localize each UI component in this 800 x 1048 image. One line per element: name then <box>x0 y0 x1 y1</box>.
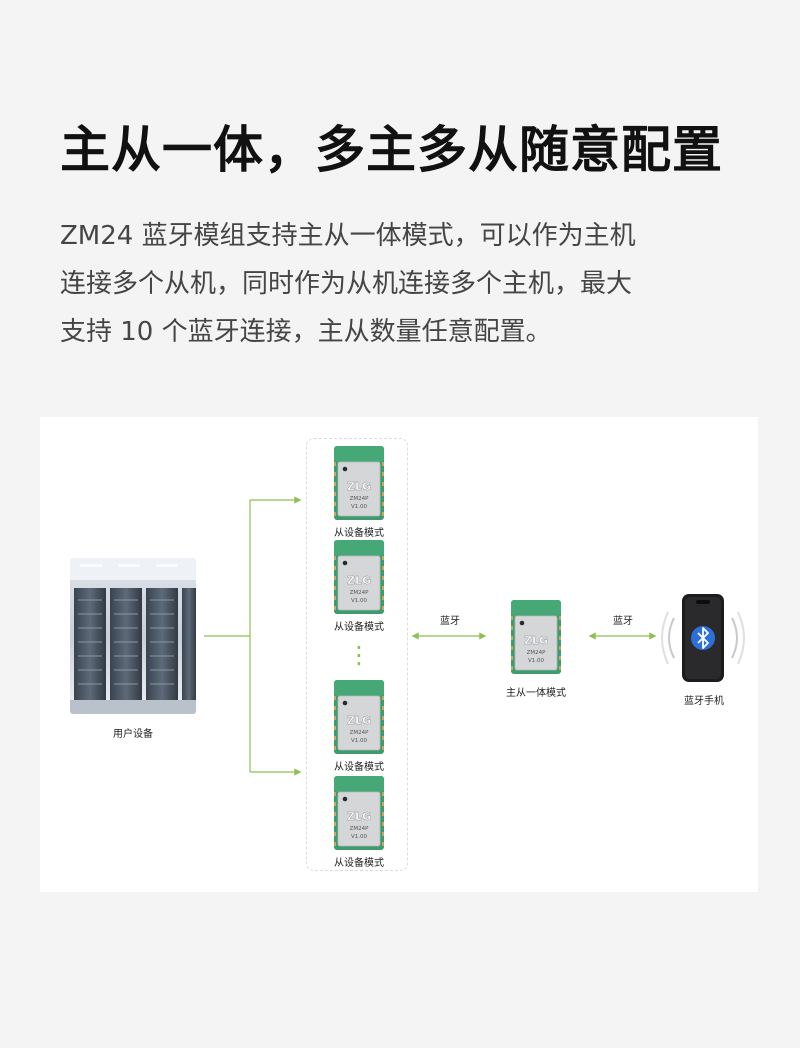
slave-module-4: ZLG ZM24P V1.00 <box>334 776 384 850</box>
slave-label-2: 从设备模式 <box>334 622 384 633</box>
phone-label: 蓝牙手机 <box>684 696 724 707</box>
master-slave-label: 主从一体模式 <box>506 688 566 699</box>
slave-group-box <box>306 438 408 871</box>
master-slave-module: ZLG ZM24P V1.00 <box>511 600 561 674</box>
bluetooth-link-label-left: 蓝牙 <box>440 616 460 627</box>
description-line-1: ZM24 蓝牙模组支持主从一体模式，可以作为主机 <box>60 221 636 251</box>
more-modules-ellipsis: ⋮ <box>347 641 371 669</box>
chip-version-text: V1.00 <box>351 598 368 604</box>
chip-brand-text: ZLG <box>347 810 371 823</box>
description: ZM24 蓝牙模组支持主从一体模式，可以作为主机 连接多个从机，同时作为从机连接… <box>60 212 750 356</box>
description-line-3: 支持 10 个蓝牙连接，主从数量任意配置。 <box>60 317 552 347</box>
bluetooth-link-label-right: 蓝牙 <box>613 616 633 627</box>
chip-version-text: V1.00 <box>528 658 545 664</box>
chip-model-text: ZM24P <box>527 650 547 656</box>
server-image <box>70 558 196 714</box>
chip-version-text: V1.00 <box>351 738 368 744</box>
chip-brand-text: ZLG <box>347 480 371 493</box>
slave-module-2: ZLG ZM24P V1.00 <box>334 540 384 614</box>
chip-model-text: ZM24P <box>350 826 370 832</box>
chip-model-text: ZM24P <box>350 730 370 736</box>
user-device-label: 用户设备 <box>113 729 153 740</box>
slave-label-4: 从设备模式 <box>334 858 384 869</box>
slave-module-1: ZLG ZM24P V1.00 <box>334 446 384 520</box>
slave-label-1: 从设备模式 <box>334 528 384 539</box>
chip-model-text: ZM24P <box>350 590 370 596</box>
chip-brand-text: ZLG <box>347 574 371 587</box>
bluetooth-phone <box>660 592 746 682</box>
slave-label-3: 从设备模式 <box>334 762 384 773</box>
chip-brand-text: ZLG <box>347 714 371 727</box>
slave-module-3: ZLG ZM24P V1.00 <box>334 680 384 754</box>
chip-brand-text: ZLG <box>524 634 548 647</box>
page-title: 主从一体，多主多从随意配置 <box>60 121 723 179</box>
chip-version-text: V1.00 <box>351 834 368 840</box>
description-line-2: 连接多个从机，同时作为从机连接多个主机，最大 <box>60 269 633 299</box>
chip-model-text: ZM24P <box>350 496 370 502</box>
chip-version-text: V1.00 <box>351 504 368 510</box>
